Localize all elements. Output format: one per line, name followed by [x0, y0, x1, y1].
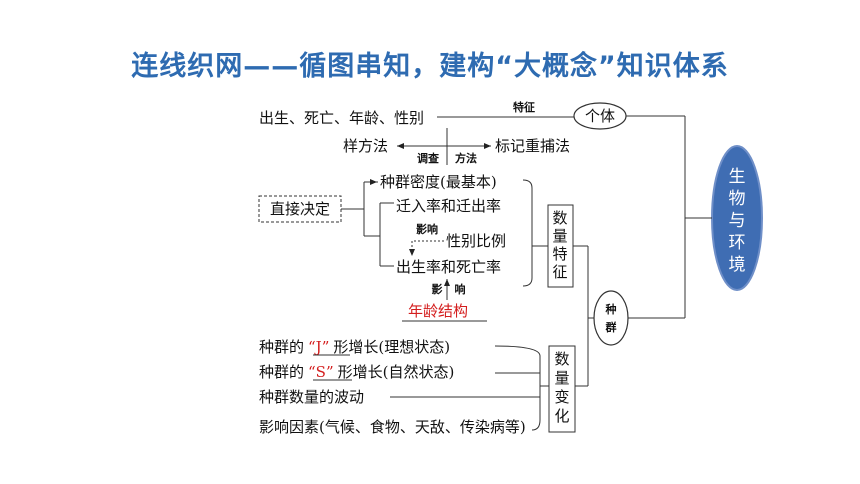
age-structure: 年龄结构: [408, 302, 468, 320]
individual-relation: 特征: [513, 100, 535, 114]
method-label-right: 方法: [455, 151, 477, 165]
individual-item: 出生、死亡、年龄、性别: [259, 109, 424, 127]
individual-node: [573, 102, 627, 130]
feature-birth-death: 出生率和死亡率: [396, 258, 501, 276]
population-connector: [573, 245, 594, 387]
qc-char-2: 量: [554, 369, 569, 387]
qc-row2: 种群的“S”形增长(自然状态): [259, 363, 454, 381]
qf-char-3: 特: [552, 245, 567, 263]
quantity-features-box: [547, 204, 574, 288]
qc-bracket: [390, 345, 549, 431]
qf-char-2: 量: [552, 227, 567, 245]
quantity-change-box: [548, 345, 576, 433]
root-char-5: 境: [729, 255, 746, 275]
qf-char-4: 征: [552, 263, 567, 281]
qf-bracket: [522, 179, 548, 287]
feature-density: 种群密度(最基本): [380, 173, 497, 191]
population-node: [593, 290, 629, 346]
population-char-1: 种: [605, 302, 617, 316]
influence-label-1: 影响: [416, 222, 438, 236]
individual-label: 个体: [585, 107, 615, 125]
method-left: 样方法: [343, 137, 388, 155]
qc-char-1: 数: [554, 350, 569, 368]
direct-determine-label: 直接决定: [270, 200, 330, 218]
sex-ratio-influence: [409, 240, 444, 256]
influence-label-2a: 影: [432, 282, 443, 296]
qc-row3: 种群数量的波动: [259, 388, 364, 406]
direct-determine-box: [258, 195, 342, 223]
influence-label-2b: 响: [455, 282, 466, 296]
qf-char-1: 数: [552, 209, 567, 227]
qc-row4: 影响因素(气候、食物、天敌、传染病等): [259, 418, 526, 436]
method-label-left: 调查: [417, 151, 439, 165]
root-char-4: 环: [729, 233, 746, 253]
method-right: 标记重捕法: [495, 137, 570, 155]
root-char-2: 物: [729, 189, 746, 209]
direct-determine-lines: [341, 181, 394, 267]
population-char-2: 群: [605, 320, 617, 334]
page-title: 连线织网——循图串知，建构“大概念”知识体系: [131, 51, 729, 82]
root-connector: [626, 115, 712, 319]
feature-sex-ratio: 性别比例: [446, 232, 506, 250]
qc-char-4: 化: [554, 407, 569, 425]
feature-migration: 迁入率和迁出率: [396, 197, 501, 215]
qc-char-3: 变: [554, 388, 569, 406]
qc-row1: 种群的“J”形增长(理想状态): [259, 338, 450, 356]
root-char-3: 与: [729, 211, 746, 231]
root-char-1: 生: [729, 167, 746, 187]
